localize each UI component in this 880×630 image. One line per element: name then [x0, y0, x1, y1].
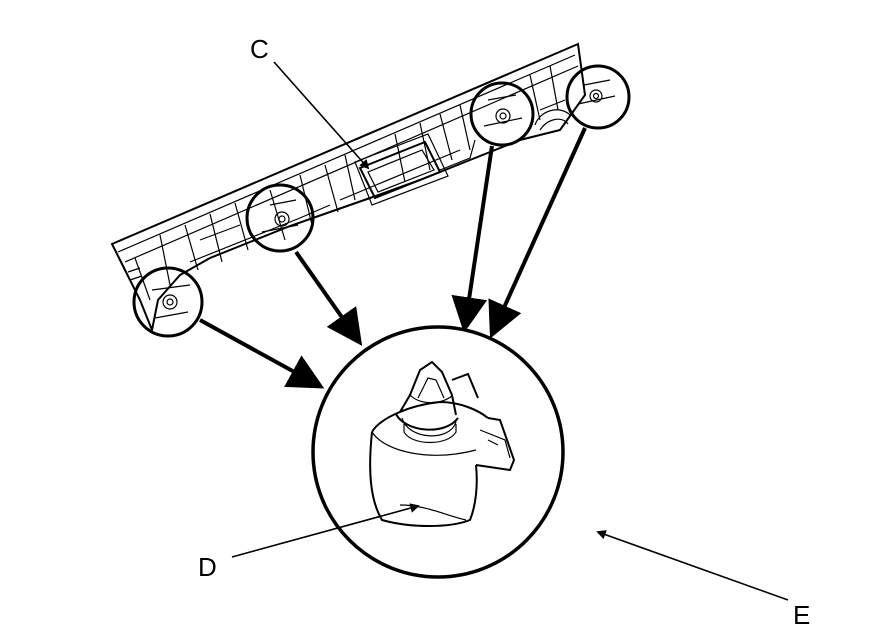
clip-detail-view: [311, 325, 565, 579]
trim-panel: [110, 42, 587, 334]
clip-location-4: [565, 64, 631, 130]
callout-e: E: [596, 530, 810, 630]
callout-c: C: [250, 34, 370, 170]
label-d: D: [198, 552, 217, 582]
panel-ribs: [134, 65, 566, 301]
label-e: E: [793, 600, 810, 630]
clip-location-3: [469, 81, 535, 147]
panel-opening: [354, 133, 449, 206]
clip-head: [395, 360, 479, 443]
detail-arrows: [199, 127, 587, 389]
callout-d: D: [198, 503, 420, 582]
label-c: C: [250, 34, 269, 64]
clip-location-2: [245, 183, 315, 253]
clip-location-1: [132, 266, 204, 338]
